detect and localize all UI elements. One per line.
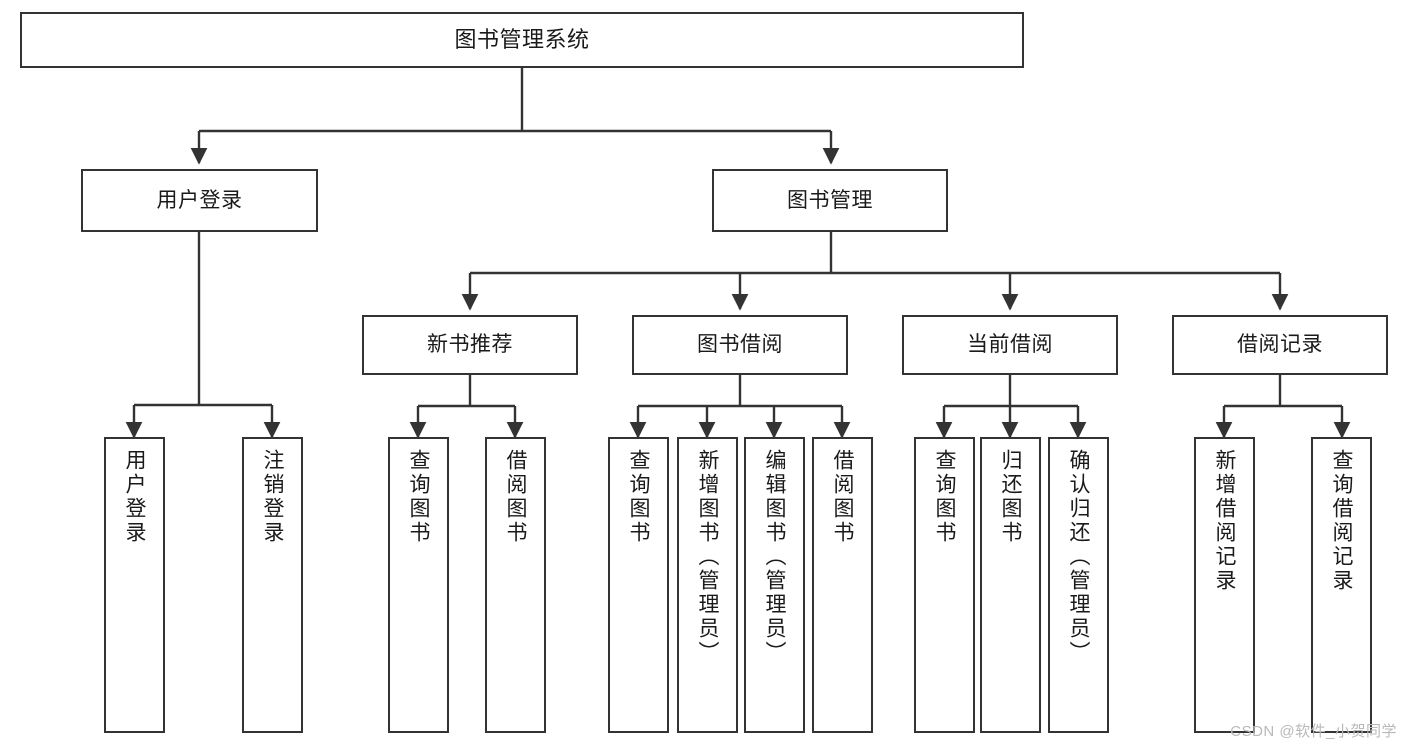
node-label: 图书管理	[787, 188, 873, 212]
node-leaf-edit-book-admin[interactable]: 编辑图书（管理员）	[744, 437, 805, 733]
node-leaf-query-book-bb[interactable]: 查询图书	[608, 437, 669, 733]
node-label: 查询图书	[407, 449, 430, 545]
node-book-borrow[interactable]: 图书借阅	[632, 315, 848, 375]
node-label: 确认归还（管理员）	[1067, 449, 1090, 665]
node-label: 借阅记录	[1237, 333, 1323, 357]
node-new-book-recommend[interactable]: 新书推荐	[362, 315, 578, 375]
node-leaf-add-book-admin[interactable]: 新增图书（管理员）	[677, 437, 738, 733]
node-label: 查询图书	[627, 449, 650, 545]
node-label: 图书管理系统	[454, 26, 590, 52]
node-book-management[interactable]: 图书管理	[712, 169, 948, 232]
node-leaf-user-login[interactable]: 用户登录	[104, 437, 165, 733]
watermark-text: CSDN @软件_小贺同学	[1230, 723, 1397, 740]
node-label: 新增图书（管理员）	[696, 449, 719, 665]
node-leaf-query-book-nb[interactable]: 查询图书	[388, 437, 449, 733]
node-label: 借阅图书	[831, 449, 854, 545]
node-borrow-record[interactable]: 借阅记录	[1172, 315, 1388, 375]
node-label: 查询借阅记录	[1330, 449, 1353, 593]
node-label: 图书借阅	[697, 333, 783, 357]
node-label: 注销登录	[261, 449, 284, 545]
node-leaf-borrow-book-nb[interactable]: 借阅图书	[485, 437, 546, 733]
node-leaf-confirm-return-admin[interactable]: 确认归还（管理员）	[1048, 437, 1109, 733]
node-label: 新书推荐	[427, 333, 513, 357]
node-current-borrow[interactable]: 当前借阅	[902, 315, 1118, 375]
node-label: 借阅图书	[504, 449, 527, 545]
node-leaf-query-book-cb[interactable]: 查询图书	[914, 437, 975, 733]
node-root-system[interactable]: 图书管理系统	[20, 12, 1024, 68]
node-leaf-logout[interactable]: 注销登录	[242, 437, 303, 733]
node-leaf-return-book[interactable]: 归还图书	[980, 437, 1041, 733]
node-label: 用户登录	[123, 449, 146, 545]
node-leaf-add-borrow-record[interactable]: 新增借阅记录	[1194, 437, 1255, 733]
node-label: 当前借阅	[967, 333, 1053, 357]
node-leaf-borrow-book-bb[interactable]: 借阅图书	[812, 437, 873, 733]
node-label: 编辑图书（管理员）	[763, 449, 786, 665]
node-label: 用户登录	[156, 188, 243, 212]
node-label: 查询图书	[933, 449, 956, 545]
node-leaf-query-borrow-record[interactable]: 查询借阅记录	[1311, 437, 1372, 733]
node-label: 新增借阅记录	[1213, 449, 1236, 593]
node-user-login[interactable]: 用户登录	[81, 169, 318, 232]
node-label: 归还图书	[999, 449, 1022, 545]
